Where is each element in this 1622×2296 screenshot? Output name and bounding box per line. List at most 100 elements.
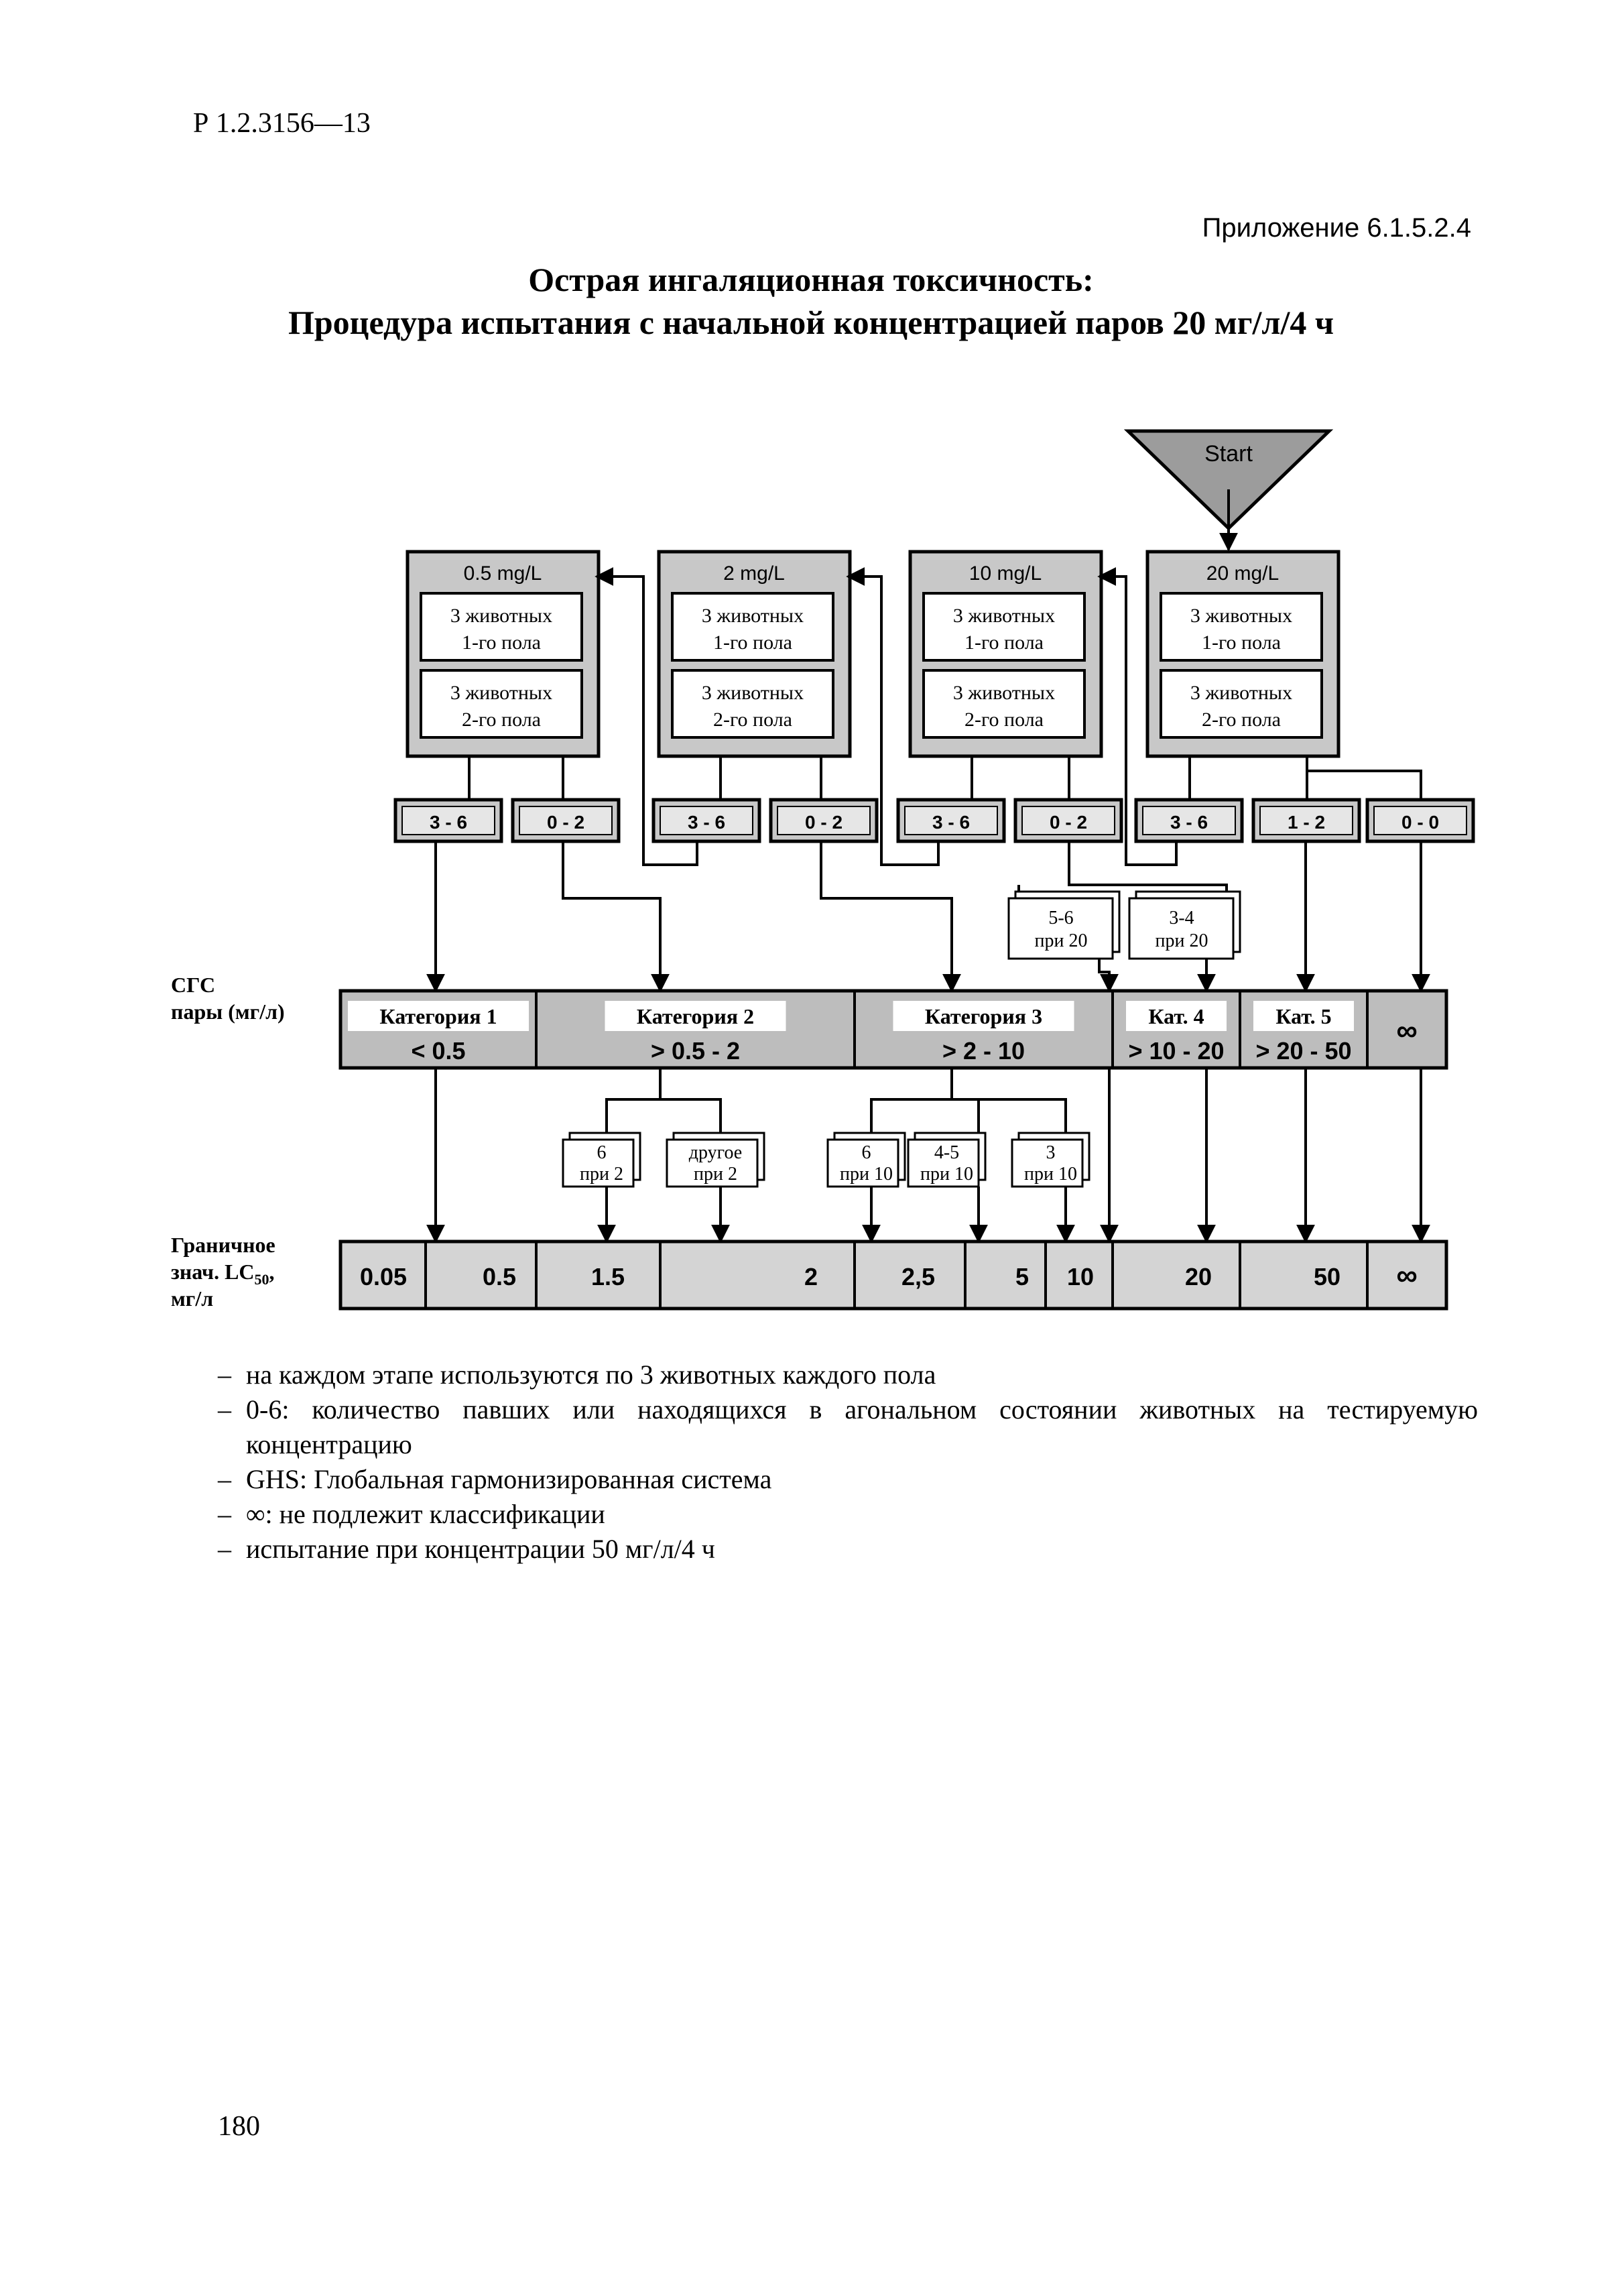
cutoff-value-6: 10 xyxy=(1067,1263,1094,1290)
cutoff-value-5: 5 xyxy=(1015,1263,1029,1290)
step-box-3: 20 mg/L 3 животных 1-го пола 3 животных 2-го… xyxy=(1145,550,1340,758)
svg-text:3 животных: 3 животных xyxy=(702,605,804,627)
category-range: < 0.5 xyxy=(411,1037,465,1065)
svg-text:2-го пола: 2-го пола xyxy=(462,709,541,731)
step-concentration-label: 0.5 mg/L xyxy=(464,562,542,585)
category-name: Категория 1 xyxy=(379,1004,497,1028)
footnotes: –на каждом этапе используются по 3 живот… xyxy=(218,1357,1478,1567)
svg-text:0 - 2: 0 - 2 xyxy=(805,812,843,833)
category-range: > 10 - 20 xyxy=(1128,1037,1224,1065)
category-4: Кат. 4 > 10 - 20 xyxy=(1126,1001,1227,1065)
svg-text:2-го пола: 2-го пола xyxy=(1202,709,1281,731)
page-title-line-1: Острая ингаляционная токсичность: xyxy=(528,261,1094,298)
cutoff-value-9: ∞ xyxy=(1396,1259,1417,1292)
svg-text:6: 6 xyxy=(862,1142,871,1163)
svg-text:3 животных: 3 животных xyxy=(953,605,1055,627)
category-name: Кат. 4 xyxy=(1148,1004,1204,1028)
cutoff-band xyxy=(338,1240,1448,1311)
cutoff-label-line-3: мг/л xyxy=(171,1286,213,1311)
svg-text:2-го пола: 2-го пола xyxy=(713,709,792,731)
svg-text:0 - 2: 0 - 2 xyxy=(547,812,584,833)
outcome-box-3: 0 - 2 xyxy=(769,798,879,843)
cutoff-label-line-1: Граничное xyxy=(171,1233,275,1257)
svg-text:6: 6 xyxy=(597,1142,607,1163)
outcome-box-6: 3 - 6 xyxy=(1134,798,1244,843)
cutoff-label-line-2: знач. LC50, xyxy=(171,1260,275,1288)
outcome-box-4: 3 - 6 xyxy=(896,798,1006,843)
svg-text:при 2: при 2 xyxy=(694,1164,737,1185)
cutoff-value-1: 0.5 xyxy=(483,1263,516,1290)
outcome-box-1: 0 - 2 xyxy=(511,798,621,843)
appendix-number: Приложение 6.1.5.2.4 xyxy=(1202,213,1471,243)
svg-text:3 животных: 3 животных xyxy=(702,682,804,704)
cutoff-value-2: 1.5 xyxy=(591,1263,625,1290)
outcome-box-8: 0 - 0 xyxy=(1365,798,1475,843)
category-name: Категория 3 xyxy=(925,1004,1042,1028)
category-6: ∞ xyxy=(1396,1014,1417,1047)
svg-text:3-4: 3-4 xyxy=(1169,908,1194,928)
category-3: Категория 3 > 2 - 10 xyxy=(893,1001,1074,1065)
ghs-label-line-2: пары (мг/л) xyxy=(171,1000,285,1024)
svg-text:другое: другое xyxy=(689,1142,742,1163)
step-concentration-label: 10 mg/L xyxy=(969,562,1042,585)
svg-text:3 животных: 3 животных xyxy=(450,682,552,704)
svg-text:1 - 2: 1 - 2 xyxy=(1288,812,1325,833)
svg-text:при 10: при 10 xyxy=(920,1164,973,1185)
svg-text:3 - 6: 3 - 6 xyxy=(1170,812,1208,833)
svg-text:2-го пола: 2-го пола xyxy=(964,709,1044,731)
footnote-1: –на каждом этапе используются по 3 живот… xyxy=(218,1360,936,1390)
svg-text:3 животных: 3 животных xyxy=(450,605,552,627)
svg-text:при 2: при 2 xyxy=(580,1164,623,1185)
category-range: ∞ xyxy=(1396,1014,1417,1047)
page-title-line-2: Процедура испытания с начальной концентр… xyxy=(288,304,1334,341)
svg-text:0 - 0: 0 - 0 xyxy=(1401,812,1439,833)
footnote-3: –GHS: Глобальная гармонизированная систе… xyxy=(218,1464,772,1494)
svg-text:4-5: 4-5 xyxy=(934,1142,959,1163)
category-range: > 20 - 50 xyxy=(1255,1037,1351,1065)
svg-text:3 - 6: 3 - 6 xyxy=(430,812,467,833)
category-2: Категория 2 > 0.5 - 2 xyxy=(605,1001,786,1065)
page-number: 180 xyxy=(218,2111,260,2142)
category-5: Кат. 5> 20 - 50 xyxy=(1253,1001,1354,1065)
svg-text:5-6: 5-6 xyxy=(1048,908,1073,928)
outcome-box-2: 3 - 6 xyxy=(651,798,761,843)
category-range: > 0.5 - 2 xyxy=(651,1037,740,1065)
svg-text:при 20: при 20 xyxy=(1035,930,1088,951)
outcome-box-7: 1 - 2 xyxy=(1251,798,1361,843)
cutoff-value-4: 2,5 xyxy=(901,1263,935,1290)
svg-text:3 - 6: 3 - 6 xyxy=(932,812,970,833)
start-triangle xyxy=(1123,429,1334,531)
svg-text:1-го пола: 1-го пола xyxy=(1202,631,1281,654)
svg-text:при 10: при 10 xyxy=(840,1164,893,1185)
cutoff-value-8: 50 xyxy=(1314,1263,1340,1290)
svg-text:1-го пола: 1-го пола xyxy=(462,631,541,654)
footnote-4: –∞: не подлежит классификации xyxy=(218,1499,605,1529)
svg-text:3 животных: 3 животных xyxy=(953,682,1055,704)
document-code: Р 1.2.3156—13 xyxy=(193,108,371,139)
category-name: Категория 2 xyxy=(637,1004,754,1028)
svg-text:0 - 2: 0 - 2 xyxy=(1050,812,1087,833)
step-concentration-label: 20 mg/L xyxy=(1206,562,1279,585)
svg-text:при 20: при 20 xyxy=(1156,930,1208,951)
start-label: Start xyxy=(1204,441,1253,467)
svg-text:3 - 6: 3 - 6 xyxy=(688,812,725,833)
footnote-5: –испытание при концентрации 50 мг/л/4 ч xyxy=(218,1534,715,1564)
svg-text:3 животных: 3 животных xyxy=(1190,605,1292,627)
step-box-0: 0.5 mg/L 3 животных 1-го пола 3 животных 2-г… xyxy=(406,550,601,758)
svg-text:при 10: при 10 xyxy=(1024,1164,1077,1185)
category-range: > 2 - 10 xyxy=(942,1037,1025,1065)
svg-text:1-го пола: 1-го пола xyxy=(713,631,792,654)
ghs-label-line-1: СГС xyxy=(171,973,215,997)
svg-text:3: 3 xyxy=(1046,1142,1056,1163)
footnote-2: –0-6: количество павших или находящихся … xyxy=(218,1394,1478,1459)
svg-text:3 животных: 3 животных xyxy=(1190,682,1292,704)
